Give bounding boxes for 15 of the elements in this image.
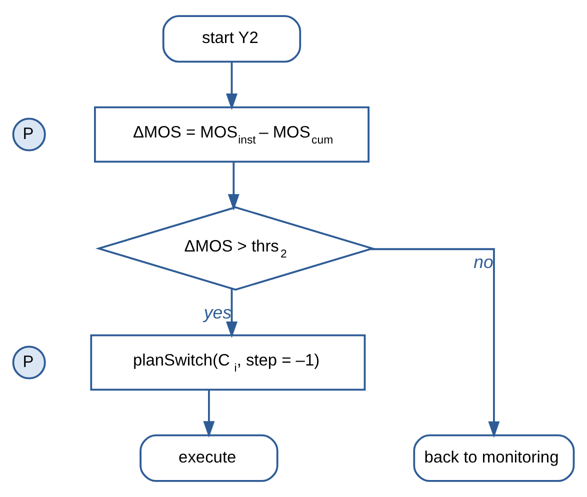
arrow (370, 248, 500, 438)
arrow (228, 162, 240, 211)
node-box: start Y2 (162, 15, 302, 63)
node-diamond: ΔMOS > thrs$_{2}$ (95, 206, 376, 291)
node-circle: P (12, 118, 46, 152)
arrow (226, 288, 238, 338)
edge-label: no (474, 252, 494, 272)
node-box: execute (140, 434, 278, 482)
node-box: planSwitch(C$_{i}$, step = –1) (90, 334, 366, 391)
node-box: back to monitoring (413, 434, 575, 482)
node-box: ΔMOS = MOS$_{inst}$ – MOS$_{cum}$ (94, 106, 370, 163)
node-circle: P (12, 346, 46, 380)
arrow (203, 390, 215, 438)
arrow (226, 62, 238, 110)
edge-label: yes (204, 302, 232, 323)
